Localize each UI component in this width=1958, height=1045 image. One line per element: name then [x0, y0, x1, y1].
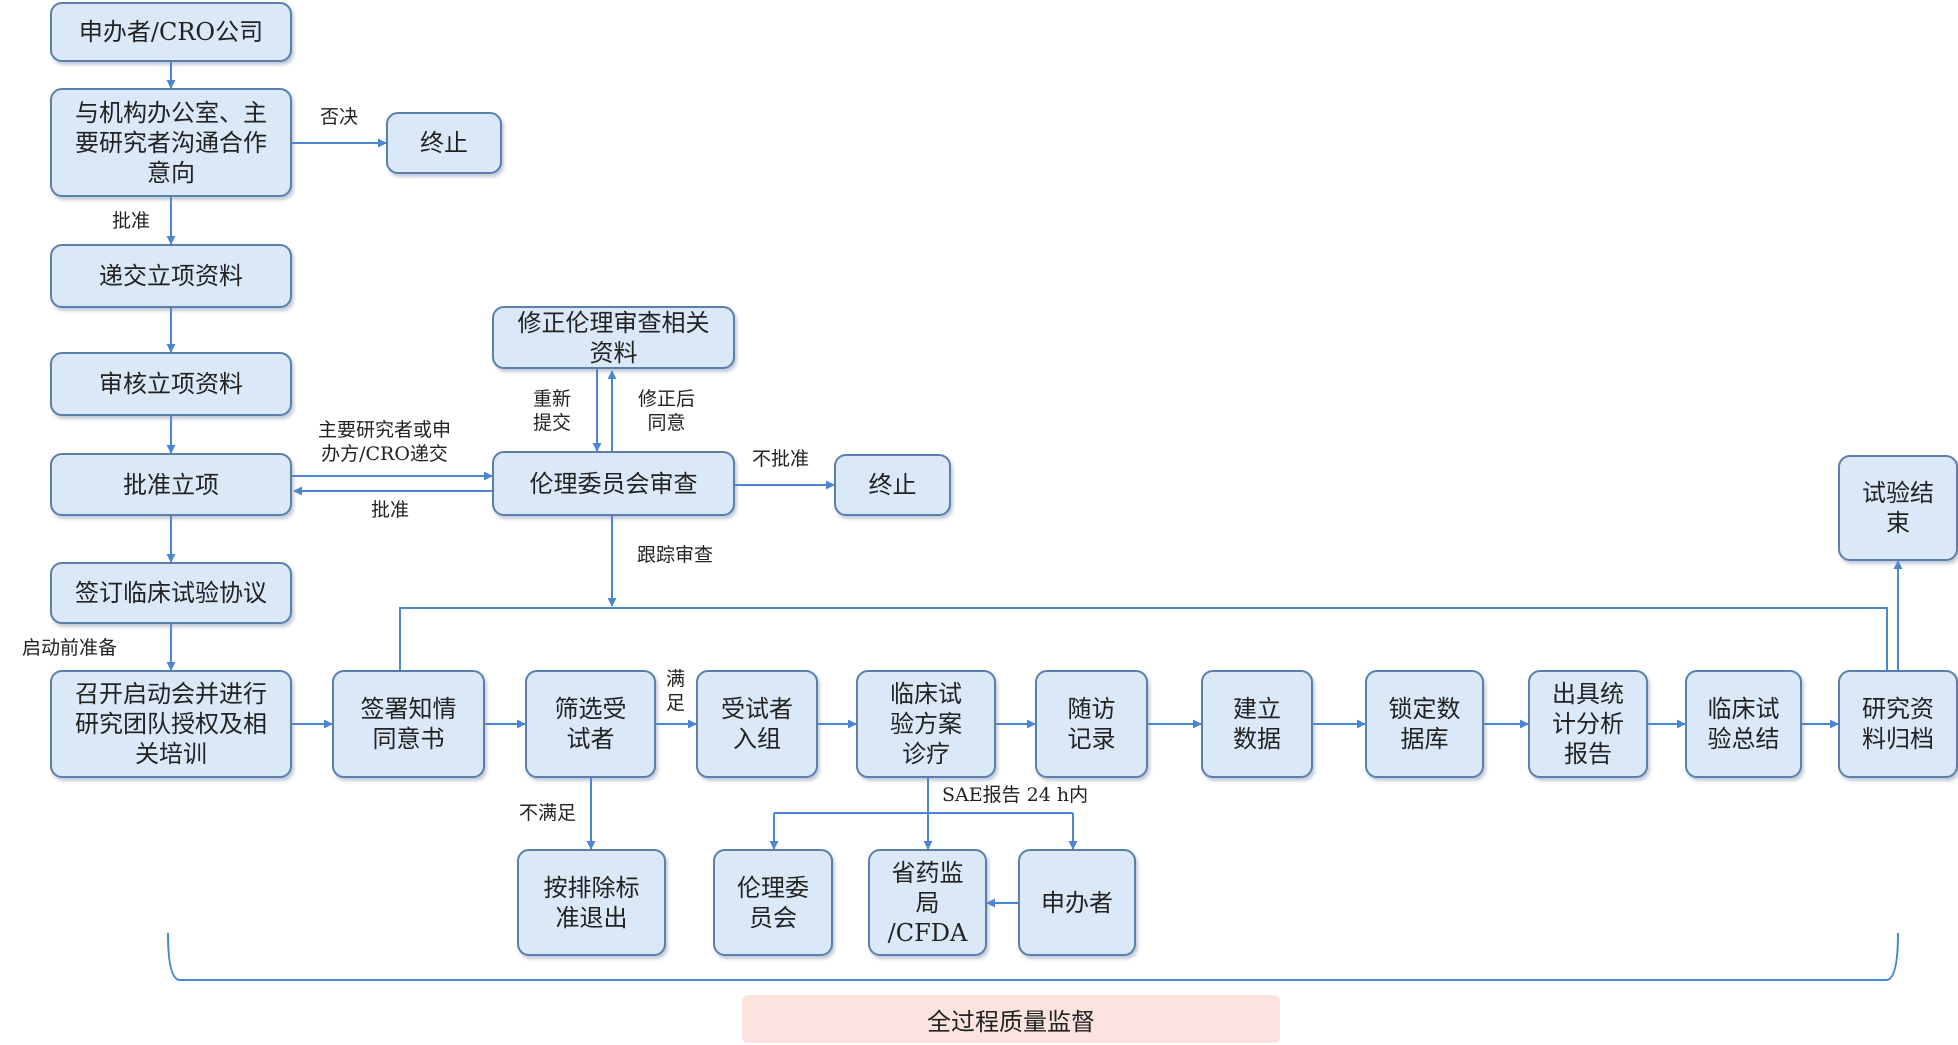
- label-approve-2: 批准: [371, 499, 410, 521]
- label-pre-start-prep: 启动前准备: [22, 637, 118, 659]
- node-informed-consent: 签署知情 同意书: [332, 670, 485, 778]
- node-approve-project: 批准立项: [50, 453, 292, 516]
- node-stats-report: 出具统 计分析 报告: [1528, 670, 1648, 778]
- node-protocol-treatment: 临床试 验方案 诊疗: [856, 670, 996, 778]
- node-submit-docs: 递交立项资料: [50, 244, 292, 308]
- node-ethics-committee: 伦理委 员会: [713, 849, 833, 956]
- node-ethics-review: 伦理委员会审查: [492, 451, 735, 516]
- node-terminate-reject: 终止: [834, 454, 951, 516]
- node-enrollment: 受试者 入组: [696, 670, 818, 778]
- node-revise-ethics-docs: 修正伦理审查相关 资料: [492, 306, 735, 369]
- node-sponsor-cro: 申办者/CRO公司: [50, 2, 292, 62]
- label-sae-report: SAE报告 24 h内: [942, 784, 1089, 806]
- label-veto: 否决: [320, 106, 359, 128]
- label-resubmit: 重新 提交: [533, 388, 572, 434]
- node-screening: 筛选受 试者: [525, 670, 656, 778]
- node-exclude-exit: 按排除标 准退出: [517, 849, 666, 956]
- quality-bracket: [167, 932, 1899, 981]
- line-tracking-bus: [399, 607, 1888, 670]
- label-agree-after-fix: 修正后 同意: [638, 388, 696, 434]
- node-trial-summary: 临床试 验总结: [1685, 670, 1802, 778]
- node-lock-database: 锁定数 据库: [1365, 670, 1484, 778]
- label-satisfy: 满 足: [666, 668, 686, 714]
- quality-supervision-banner: 全过程质量监督: [742, 995, 1280, 1043]
- node-terminate-veto: 终止: [386, 112, 502, 174]
- label-approve-1: 批准: [112, 210, 151, 232]
- node-review-docs: 审核立项资料: [50, 352, 292, 416]
- node-followup-record: 随访 记录: [1035, 670, 1148, 778]
- node-build-data: 建立 数据: [1201, 670, 1313, 778]
- node-trial-end: 试验结 束: [1838, 455, 1958, 561]
- label-tracking-review: 跟踪审查: [637, 544, 714, 566]
- label-not-satisfy: 不满足: [519, 802, 577, 824]
- node-communicate-intent: 与机构办公室、主 要研究者沟通合作 意向: [50, 88, 292, 197]
- node-provincial-fda: 省药监 局 /CFDA: [868, 849, 987, 956]
- label-pi-submit: 主要研究者或申 办方/CRO递交: [318, 419, 452, 465]
- node-sign-agreement: 签订临床试验协议: [50, 562, 292, 624]
- node-archive-records: 研究资 料归档: [1838, 670, 1958, 778]
- node-sponsor-sae: 申办者: [1018, 849, 1136, 956]
- node-kickoff-meeting: 召开启动会并进行 研究团队授权及相 关培训: [50, 670, 292, 778]
- label-not-approve: 不批准: [752, 448, 810, 470]
